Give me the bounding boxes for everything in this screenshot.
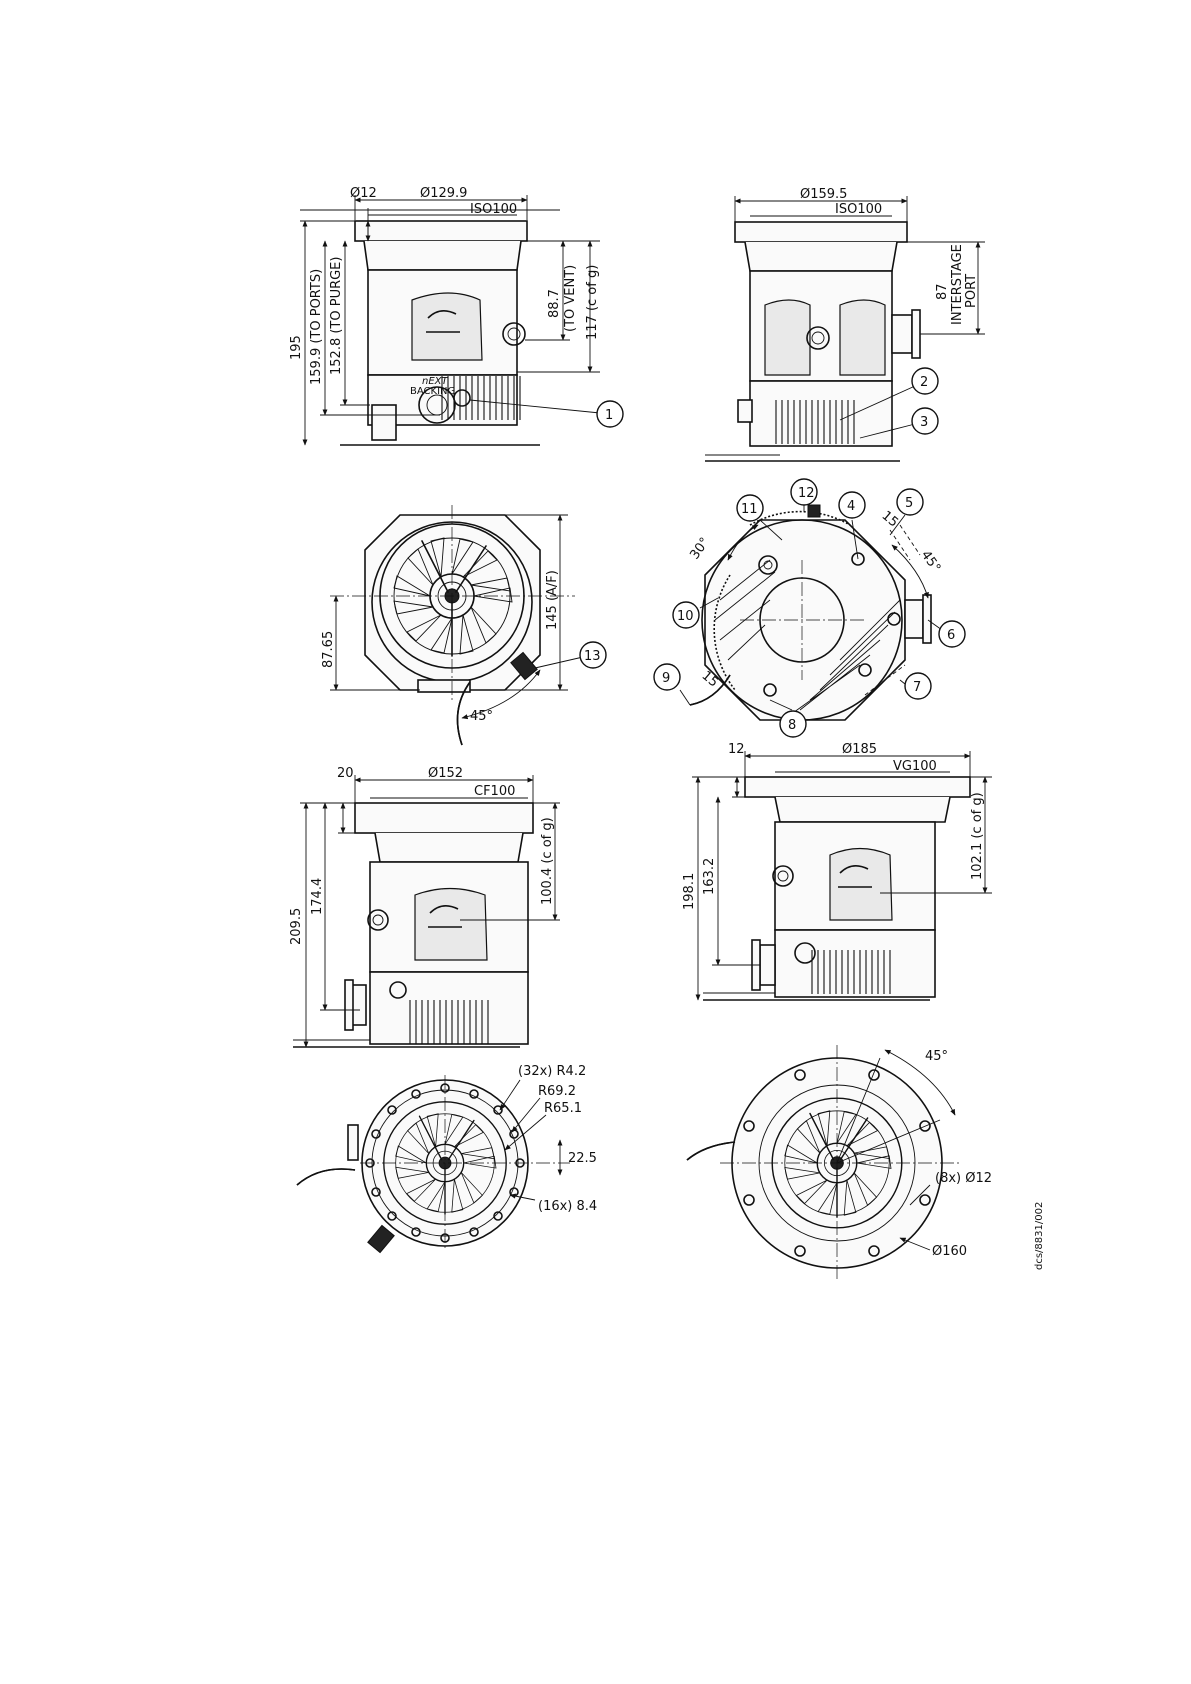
view-cf100-top bbox=[296, 1079, 529, 1254]
interstage-dia: Ø159.5 bbox=[800, 187, 847, 202]
vg100-pcd: Ø160 bbox=[932, 1244, 967, 1259]
cf100-h-total: 209.5 bbox=[289, 908, 304, 945]
callout-2: 2 bbox=[920, 375, 928, 390]
iso100-dia: Ø129.9 bbox=[420, 186, 467, 201]
top-left-dims: 145 (A/F) 87.65 45° 13 bbox=[321, 505, 607, 724]
cf100-r42: (32x) R4.2 bbox=[518, 1064, 586, 1079]
cf100-holes: (16x) 8.4 bbox=[538, 1199, 597, 1214]
doc-ref: dcs/8831/002 bbox=[1034, 1202, 1045, 1270]
iso100-flange-label: ISO100 bbox=[470, 202, 517, 217]
callout-3: 3 bbox=[920, 415, 928, 430]
cf100-r692: R69.2 bbox=[538, 1084, 576, 1099]
view-vg100-side bbox=[703, 776, 971, 1001]
iso100-h-purge: 152.8 (TO PURGE) bbox=[329, 257, 344, 375]
vg100-holes: (8x) Ø12 bbox=[935, 1171, 992, 1186]
callout-10: 10 bbox=[677, 609, 694, 624]
angle-45-right: 45° bbox=[918, 548, 944, 575]
vg100-dia: Ø185 bbox=[842, 742, 877, 757]
view-top-left bbox=[364, 514, 541, 746]
top-right-dims: 30° 45° 15 15 12 11 4 5 6 7 8 9 10 bbox=[653, 478, 966, 738]
cf100-side-dims: Ø152 CF100 20 209.5 174.4 100.4 (c of g) bbox=[289, 766, 560, 1048]
callout-5: 5 bbox=[905, 496, 913, 511]
vg100-flange: VG100 bbox=[893, 759, 937, 774]
iso100-flange-thk: Ø12 bbox=[350, 186, 377, 201]
iso100-side-dims: Ø129.9 ISO100 Ø12 195 159.9 (TO PORTS) 1… bbox=[289, 186, 624, 446]
vg100-h-total: 198.1 bbox=[682, 873, 697, 910]
view-iso100-side bbox=[300, 209, 560, 446]
callout-6: 6 bbox=[947, 628, 955, 643]
cf100-flange: CF100 bbox=[474, 784, 515, 799]
interstage-port-dim: 87 bbox=[935, 283, 950, 300]
iso100-interstage-dims: Ø159.5 ISO100 87 INTERSTAGE PORT 2 3 bbox=[734, 187, 985, 439]
vg100-angle: 45° bbox=[925, 1049, 948, 1064]
callout-1: 1 bbox=[605, 408, 613, 423]
iso100-h-ports: 159.9 (TO PORTS) bbox=[309, 269, 324, 385]
iso100-vent: 88.7 bbox=[547, 289, 562, 318]
vg100-top-dims: 45° (8x) Ø12 Ø160 bbox=[720, 1045, 992, 1280]
callout-7: 7 bbox=[913, 680, 921, 695]
callout-8: 8 bbox=[788, 718, 796, 733]
af-dim: 145 (A/F) bbox=[545, 570, 560, 630]
vg100-cog: 102.1 (c of g) bbox=[970, 792, 985, 880]
cf100-r651: R65.1 bbox=[544, 1101, 582, 1116]
backing-label: BACKING bbox=[410, 386, 455, 397]
interstage-port-label-1: INTERSTAGE bbox=[950, 244, 965, 325]
angle-30: 30° bbox=[687, 535, 713, 562]
iso100-h-total: 195 bbox=[289, 335, 304, 360]
vg100-flange-thk: 12 bbox=[728, 742, 745, 757]
vg100-h2: 163.2 bbox=[702, 858, 717, 895]
iso100-vent-note: (TO VENT) bbox=[563, 265, 578, 332]
cf100-cog: 100.4 (c of g) bbox=[540, 817, 555, 905]
cf100-h2: 174.4 bbox=[310, 878, 325, 915]
callout-4: 4 bbox=[847, 499, 855, 514]
callout-11: 11 bbox=[741, 502, 758, 517]
dim-15-a: 15 bbox=[879, 508, 901, 530]
iso100-cog: 117 (c of g) bbox=[585, 265, 600, 340]
view-top-right bbox=[689, 504, 932, 721]
interstage-flange: ISO100 bbox=[835, 202, 882, 217]
view-iso100-interstage bbox=[705, 221, 921, 462]
angle-45-left: 45° bbox=[470, 709, 493, 724]
vg100-side-dims: Ø185 VG100 12 198.1 163.2 102.1 (c of g) bbox=[682, 742, 992, 1001]
interstage-port-label-2: PORT bbox=[964, 274, 979, 308]
cf100-dia: Ø152 bbox=[428, 766, 463, 781]
callout-13: 13 bbox=[584, 649, 601, 664]
callout-12: 12 bbox=[798, 486, 815, 501]
cf100-angle: 22.5 bbox=[568, 1151, 597, 1166]
offset-dim: 87.65 bbox=[321, 631, 336, 668]
cf100-top-dims: (32x) R4.2 R69.2 R65.1 22.5 (16x) 8.4 bbox=[360, 1064, 597, 1250]
view-cf100-side bbox=[293, 802, 534, 1048]
logo-text: nEXT bbox=[422, 376, 449, 387]
cf100-flange-thk: 20 bbox=[337, 766, 354, 781]
callout-9: 9 bbox=[662, 671, 670, 686]
